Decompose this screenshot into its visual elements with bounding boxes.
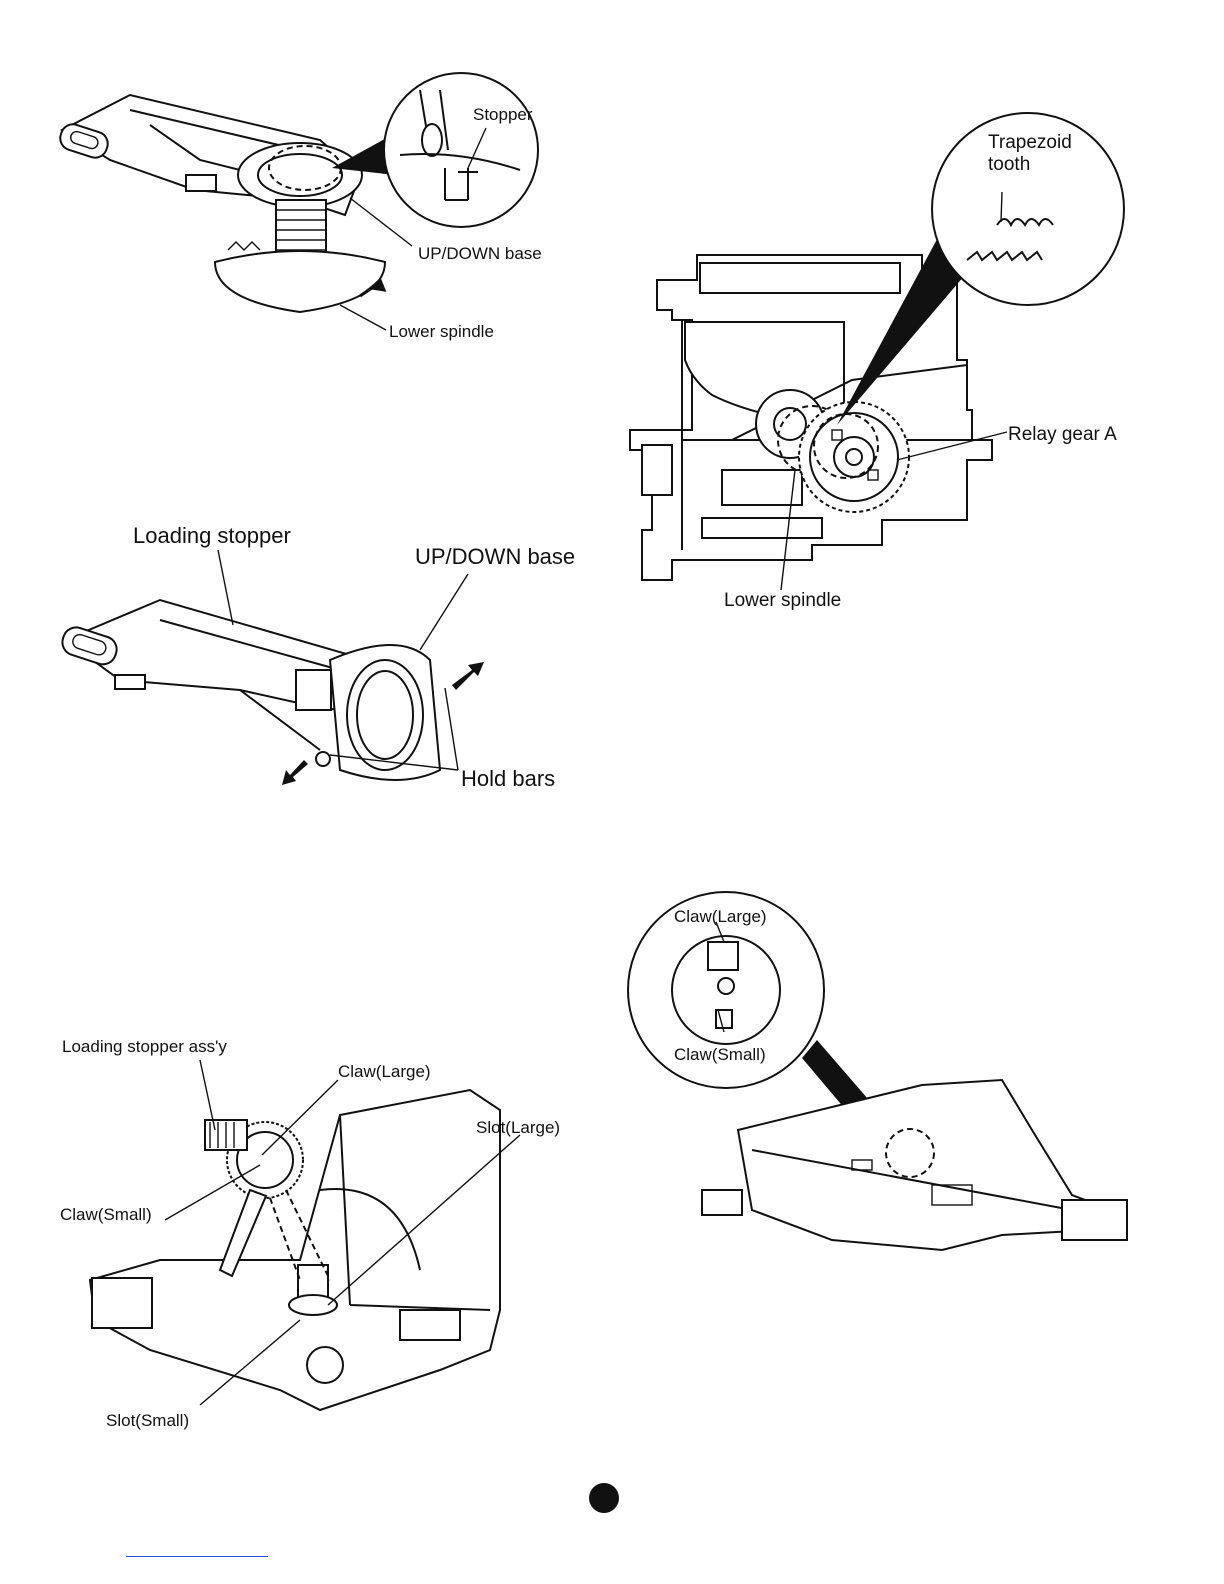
- tray-mechanism: [702, 1080, 1127, 1250]
- label-slot-small: Slot(Small): [106, 1411, 189, 1430]
- label-claw-small: Claw(Small): [60, 1205, 152, 1224]
- figure-hold-bars: Loading stopper UP/DOWN base Hold bars: [0, 500, 612, 820]
- label-stopper: Stopper: [473, 105, 533, 124]
- figure-updown-base-stopper: Stopper UP/DOWN base Lower spindle: [0, 0, 612, 360]
- updown-base: [238, 143, 362, 207]
- stopper-magnifier: [332, 73, 538, 227]
- relay-gear-a: [799, 402, 909, 512]
- label-updown-base: UP/DOWN base: [418, 244, 542, 263]
- figure-relay-gear: Trapezoid tooth Relay gear A Lower spind…: [612, 0, 1224, 640]
- label-trapezoid-line2: tooth: [988, 154, 1030, 175]
- label-loading-stopper: Loading stopper: [133, 523, 291, 548]
- page-marker-dot: [589, 1483, 619, 1513]
- label-updown-base: UP/DOWN base: [415, 544, 575, 569]
- label-claw-small: Claw(Small): [674, 1045, 766, 1064]
- label-lower-spindle: Lower spindle: [389, 322, 494, 341]
- label-hold-bars: Hold bars: [461, 766, 555, 791]
- label-claw-large: Claw(Large): [674, 907, 767, 926]
- label-claw-large: Claw(Large): [338, 1062, 431, 1081]
- figure-claw-magnifier: Claw(Large) Claw(Small): [612, 880, 1224, 1280]
- label-trapezoid-line1: Trapezoid: [988, 132, 1072, 153]
- label-relay-gear-a: Relay gear A: [1008, 424, 1117, 445]
- figure-loading-stopper-assy: Loading stopper ass'y Claw(Large) Slot(L…: [0, 1020, 612, 1440]
- label-slot-large: Slot(Large): [476, 1118, 560, 1137]
- footer-link-underline: [126, 1556, 268, 1557]
- label-loading-stopper-assy: Loading stopper ass'y: [62, 1037, 227, 1056]
- loading-stopper-gear: [205, 1120, 303, 1276]
- label-lower-spindle: Lower spindle: [724, 590, 841, 611]
- hold-bar-right-arrow-icon: [452, 662, 484, 690]
- hold-bar-left-arrow-icon: [282, 760, 308, 785]
